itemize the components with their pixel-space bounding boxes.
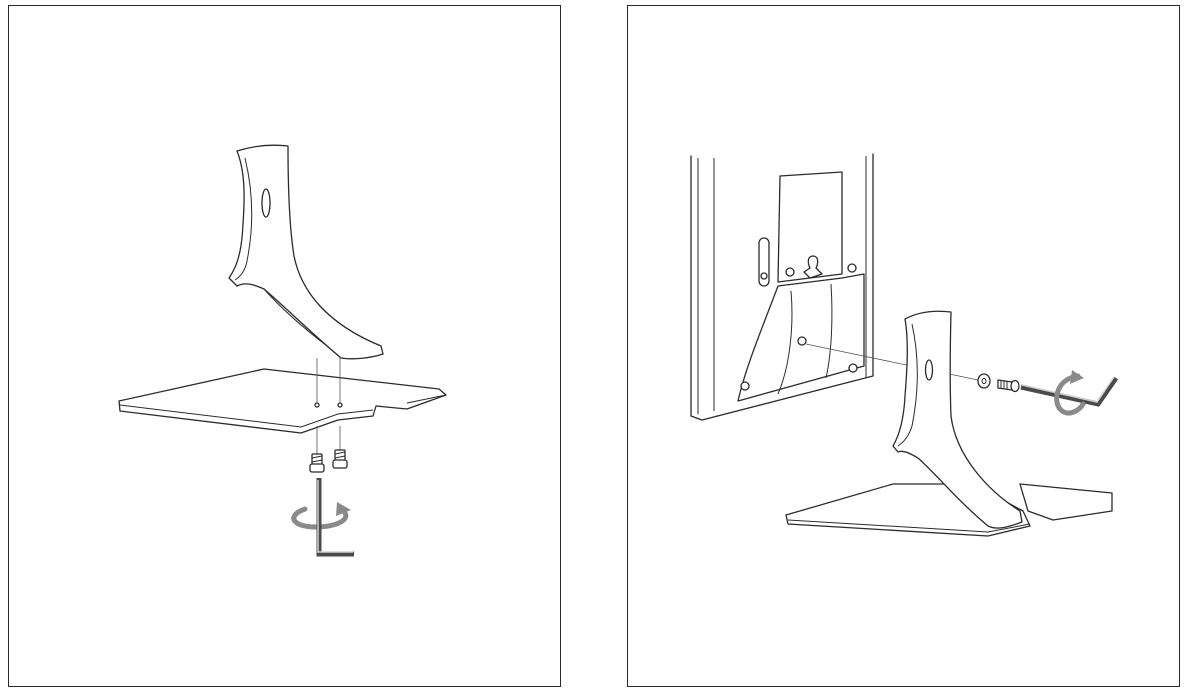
screw-right xyxy=(332,449,348,469)
step-1-panel xyxy=(8,5,561,687)
base-plate xyxy=(118,368,447,434)
base-rear xyxy=(1019,483,1113,521)
keyhole-mount xyxy=(803,255,823,279)
alignment-guides xyxy=(314,358,343,454)
step-2-panel xyxy=(627,5,1180,687)
step-2-illustration xyxy=(690,153,1119,537)
allen-key xyxy=(1020,376,1119,407)
rotation-arrow xyxy=(291,502,351,530)
rotation-arrow xyxy=(1054,370,1086,416)
monitor-rear xyxy=(690,153,874,421)
screw xyxy=(997,379,1020,393)
neck-slot xyxy=(261,188,271,218)
neck-slot xyxy=(924,359,934,381)
washer xyxy=(977,373,991,389)
stand-neck xyxy=(228,144,384,360)
step-1-illustration xyxy=(118,144,447,557)
allen-key xyxy=(316,478,354,557)
screw-left xyxy=(309,453,325,473)
assembled-stand xyxy=(785,310,1113,537)
